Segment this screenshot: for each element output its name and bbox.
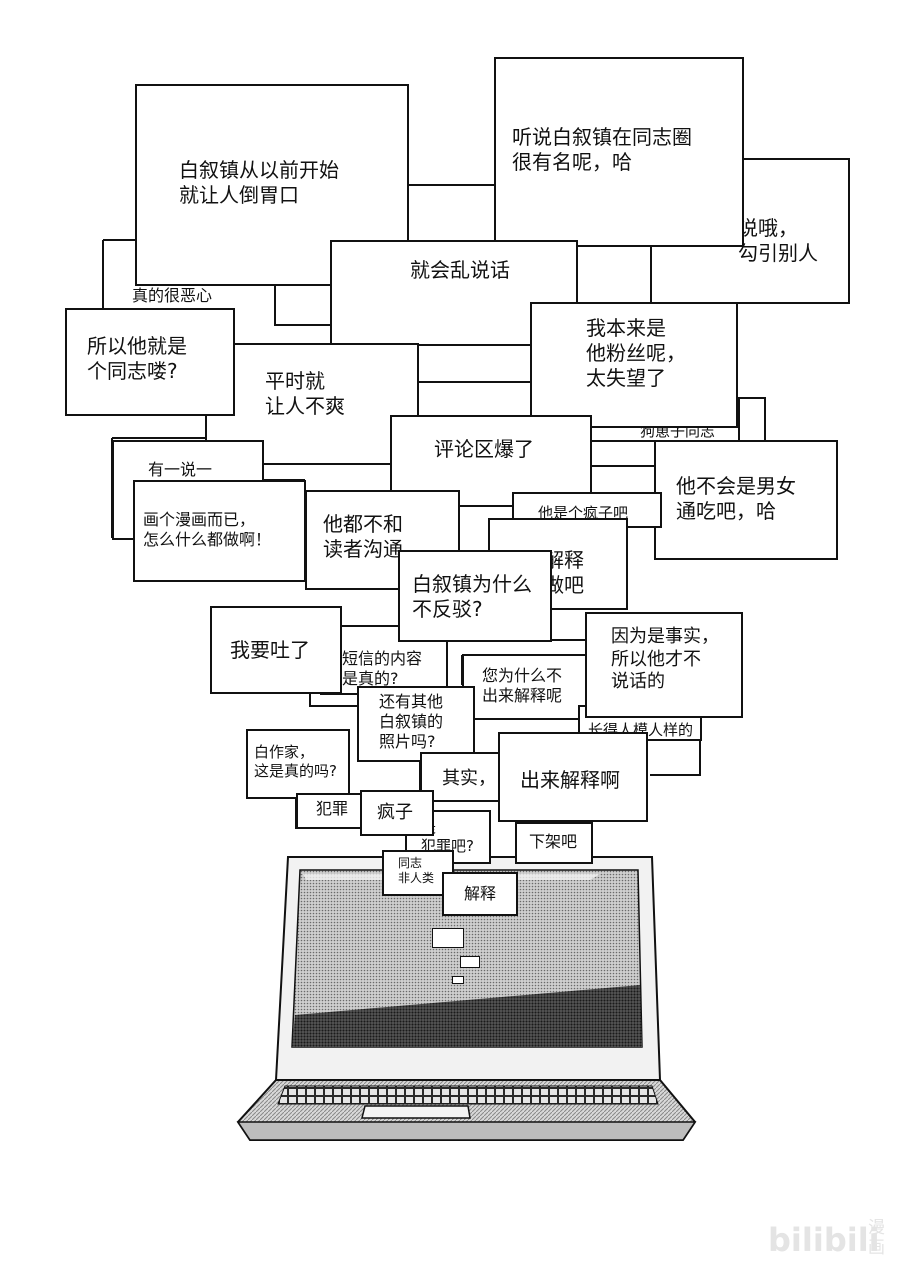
- comment-text: 因为是事实， 所以他才不 说话的: [611, 626, 719, 692]
- comment-box: 还有其他 白叙镇的 照片吗?: [357, 686, 475, 762]
- watermark-logo-text: bilibili: [768, 1221, 880, 1259]
- comment-text: 白叙镇从以前开始 就让人倒胃口: [179, 158, 339, 207]
- comment-text: 他都不和 读者沟通: [323, 512, 403, 561]
- comment-box: 听说白叙镇在同志圈 很有名呢，哈: [494, 57, 744, 247]
- comment-text: 疯子: [377, 802, 413, 823]
- watermark-subtitle-bottom: 画: [868, 1238, 885, 1258]
- blank-bubble: [460, 956, 480, 968]
- comment-text: 真的很恶心: [132, 286, 213, 305]
- comment-text: 白作家， 这是真的吗?: [254, 743, 337, 780]
- comment-box: 我本来是 他粉丝呢， 太失望了: [530, 302, 738, 428]
- comment-text: 犯罪: [316, 799, 349, 818]
- comment-text: 短信的内容 是真的?: [342, 649, 423, 688]
- comment-text: 出来解释啊: [520, 768, 620, 792]
- comment-box: 解释: [442, 872, 518, 916]
- comment-text: 听说白叙镇在同志圈 很有名呢，哈: [512, 125, 692, 174]
- comment-box: 因为是事实， 所以他才不 说话的: [585, 612, 743, 718]
- comment-text: 解释: [464, 884, 497, 903]
- comment-box: 我要吐了: [210, 606, 342, 694]
- comment-box: 白叙镇从以前开始 就让人倒胃口: [135, 84, 409, 286]
- comment-text: 下架吧: [529, 832, 578, 851]
- comment-box: 画个漫画而已， 怎么什么都做啊！: [133, 480, 306, 582]
- comment-text: 画个漫画而已， 怎么什么都做啊！: [143, 510, 272, 549]
- comment-box: 他不会是男女 通吃吧，哈: [654, 440, 838, 560]
- comment-text: 我本来是 他粉丝呢， 太失望了: [586, 316, 686, 390]
- blank-bubble: [432, 928, 464, 948]
- watermark-subtitle-top: 漫: [868, 1218, 885, 1238]
- comment-box: 下架吧: [515, 822, 593, 864]
- comment-text: 就会乱说话: [410, 258, 510, 282]
- comment-box: 您为什么不 出来解释呢: [462, 654, 592, 720]
- comment-box: 真的很恶心: [130, 286, 250, 310]
- comment-text: 白叙镇为什么 不反驳?: [412, 572, 532, 621]
- comment-box: 疯子: [360, 790, 434, 836]
- comment-box: 犯罪: [296, 793, 366, 829]
- blank-bubble: [452, 976, 464, 984]
- comment-box: 出来解释啊: [498, 732, 648, 822]
- comment-box: 所以他就是 个同志喽?: [65, 308, 235, 416]
- comment-text: 还有其他 白叙镇的 照片吗?: [379, 692, 444, 751]
- comment-text: 说哦， 勾引别人: [738, 216, 818, 265]
- comment-text: 平时就 让人不爽: [265, 369, 345, 418]
- comment-text: 同志 非人类: [398, 856, 435, 885]
- comment-text: 他是个疯子吧: [538, 504, 629, 522]
- comment-text: 您为什么不 出来解释呢: [482, 666, 563, 705]
- comment-text: 他不会是男女 通吃吧，哈: [676, 474, 796, 523]
- comment-text: 所以他就是 个同志喽?: [87, 334, 187, 383]
- comment-text: 其实，: [442, 768, 496, 789]
- bilibili-watermark-logo: bilibili 漫 画: [768, 1218, 885, 1259]
- comment-box: 白作家， 这是真的吗?: [246, 729, 350, 799]
- comment-text: 评论区爆了: [434, 437, 534, 461]
- comment-box: 白叙镇为什么 不反驳?: [398, 550, 552, 642]
- comment-text: 我要吐了: [230, 638, 310, 662]
- comment-text: 有一说一: [148, 460, 213, 479]
- comment-box: 平时就 让人不爽: [205, 343, 419, 465]
